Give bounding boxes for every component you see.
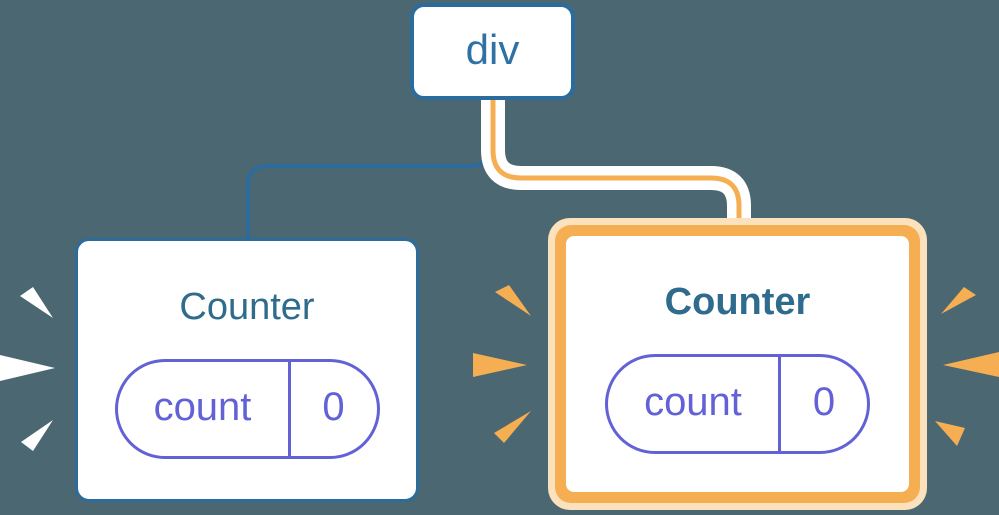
burst-ray-icon xyxy=(0,355,55,381)
state-value-cell: 0 xyxy=(291,362,377,456)
counter-card-left: Counter count 0 xyxy=(75,238,419,502)
root-node-label: div xyxy=(465,25,520,73)
edge-to-right-counter-outline xyxy=(481,96,751,223)
edge-to-right-counter xyxy=(490,96,742,246)
burst-ray-icon xyxy=(935,421,965,446)
state-key-label: count xyxy=(644,380,742,424)
state-pill: count 0 xyxy=(605,354,870,454)
burst-ray-icon xyxy=(494,411,531,443)
state-value-label: 0 xyxy=(812,380,836,424)
highlight-halo: Counter count 0 xyxy=(548,218,927,510)
state-value-cell: 0 xyxy=(781,357,867,451)
pill-divider xyxy=(778,357,781,451)
highlight-border: Counter count 0 xyxy=(555,225,920,503)
counter-card-right-content: Counter count 0 xyxy=(566,236,909,454)
state-pill: count 0 xyxy=(114,359,380,459)
burst-ray-icon xyxy=(21,420,53,451)
counter-title: Counter xyxy=(664,281,811,323)
burst-ray-icon xyxy=(473,353,527,377)
state-key-cell: count xyxy=(608,357,778,451)
burst-ray-icon xyxy=(941,287,976,314)
pill-divider xyxy=(287,362,291,456)
state-key-label: count xyxy=(153,385,252,429)
burst-ray-icon xyxy=(20,287,53,318)
burst-rays-right-counter xyxy=(473,285,999,446)
state-key-cell: count xyxy=(118,362,288,456)
root-node-div: div xyxy=(410,3,575,100)
state-value-label: 0 xyxy=(322,385,345,429)
edge-to-left-counter xyxy=(246,96,492,241)
counter-title: Counter xyxy=(179,286,315,328)
burst-ray-icon xyxy=(495,285,531,316)
burst-ray-icon xyxy=(943,352,999,377)
counter-card-right: Counter count 0 xyxy=(566,236,909,492)
burst-rays-left-counter xyxy=(0,287,55,451)
counter-card-left-content: Counter count 0 xyxy=(78,241,416,459)
